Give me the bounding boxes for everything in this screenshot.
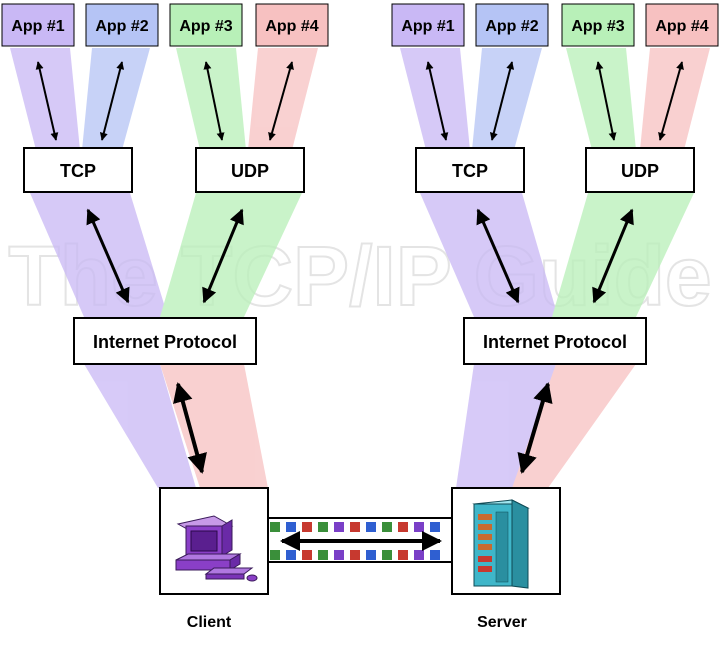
client-app3-box: App #3 — [169, 3, 243, 47]
transport-arrows — [86, 208, 634, 304]
band-client-app3 — [176, 48, 246, 150]
band-client-ip-host-a — [84, 364, 196, 488]
client-app2-box: App #2 — [85, 3, 159, 47]
server-app1-label: App #1 — [401, 18, 454, 35]
server-tower-icon — [472, 499, 530, 589]
client-app3-label: App #3 — [179, 18, 232, 35]
client-app4-box: App #4 — [255, 3, 329, 47]
server-udp-box: UDP — [585, 147, 695, 193]
client-app1-label: App #1 — [11, 18, 64, 35]
server-app1-box: App #1 — [391, 3, 465, 47]
desktop-computer-icon — [175, 515, 258, 582]
band-server-app2 — [472, 48, 542, 150]
network-link — [268, 517, 452, 563]
server-ip-label: Internet Protocol — [483, 332, 627, 352]
server-tcp-box: TCP — [415, 147, 525, 193]
server-ip-box: Internet Protocol — [463, 317, 647, 365]
client-tcp-box: TCP — [23, 147, 133, 193]
client-udp-label: UDP — [231, 161, 269, 181]
client-host-box — [159, 487, 269, 595]
server-app2-label: App #2 — [485, 18, 538, 35]
server-app3-box: App #3 — [561, 3, 635, 47]
server-app4-label: App #4 — [655, 18, 708, 35]
client-udp-box: UDP — [195, 147, 305, 193]
server-tcp-label: TCP — [452, 161, 488, 181]
band-server-app4 — [640, 48, 710, 150]
band-server-app3 — [566, 48, 636, 150]
client-host-label: Client — [187, 614, 232, 631]
band-client-app1 — [10, 48, 80, 150]
band-client-app4 — [248, 48, 318, 150]
client-app1-box: App #1 — [1, 3, 75, 47]
client-app4-label: App #4 — [265, 18, 318, 35]
ip-host-arrows — [173, 382, 553, 474]
server-app4-box: App #4 — [645, 3, 719, 47]
server-udp-label: UDP — [621, 161, 659, 181]
client-ip-label: Internet Protocol — [93, 332, 237, 352]
client-ip-box: Internet Protocol — [73, 317, 257, 365]
client-tcp-label: TCP — [60, 161, 96, 181]
app-arrows — [35, 61, 684, 141]
server-app3-label: App #3 — [571, 18, 624, 35]
server-host-box — [451, 487, 561, 595]
server-app2-box: App #2 — [475, 3, 549, 47]
band-client-app2 — [82, 48, 150, 150]
server-host-label: Server — [477, 614, 527, 631]
client-app2-label: App #2 — [95, 18, 148, 35]
band-server-app1 — [400, 48, 470, 150]
